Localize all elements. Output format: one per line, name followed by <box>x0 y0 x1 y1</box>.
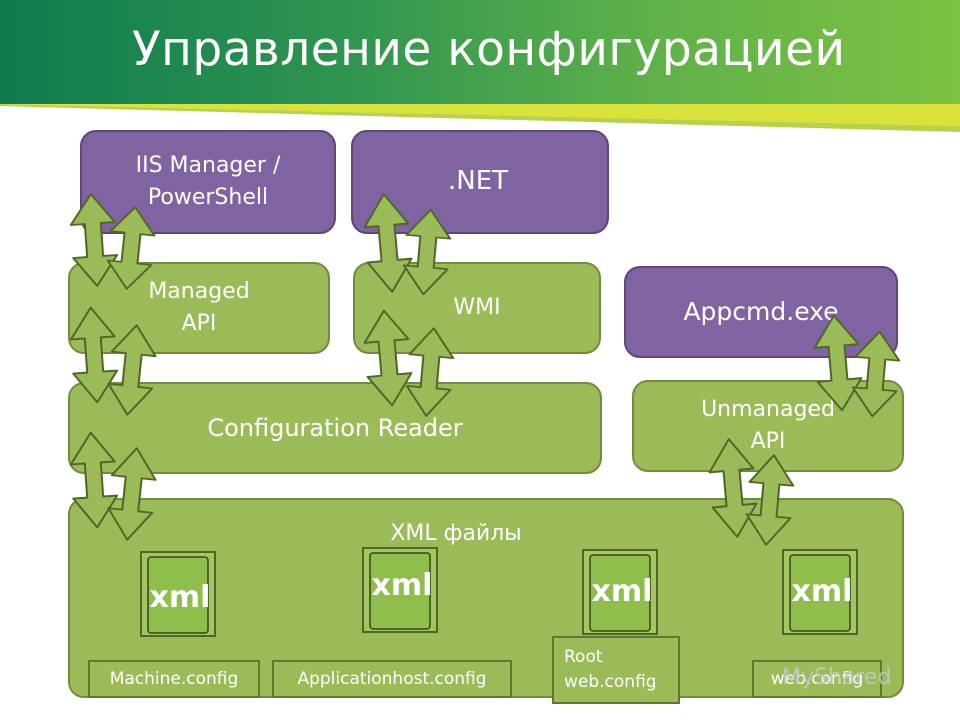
xml-files-label: XML файлы <box>390 521 522 546</box>
xml-icon-label: xml <box>372 568 433 603</box>
appcmd-label: Appcmd.exe <box>683 296 839 326</box>
iis-manager-box: IIS Manager / PowerShell <box>80 130 336 234</box>
xml-file-icon: xml <box>582 549 658 635</box>
iis-manager-label: IIS Manager / PowerShell <box>135 153 281 210</box>
xml-file-icon: xml <box>140 551 216 637</box>
xml-file-icon: xml <box>782 549 858 635</box>
xml-icon-label: xml <box>792 574 853 609</box>
wmi-box: WMI <box>353 262 601 354</box>
configuration-reader-box: Configuration Reader <box>68 382 602 474</box>
root-web-config-label: Root web.config <box>552 636 680 704</box>
managed-api-box: Managed API <box>68 262 330 354</box>
header-accent-band <box>0 104 960 132</box>
appcmd-box: Appcmd.exe <box>624 266 898 358</box>
page-title: Управление конфигурацией <box>132 22 846 77</box>
title-bar: Управление конфигурацией <box>0 0 960 132</box>
unmanaged-api-label: Unmanaged API <box>701 397 835 454</box>
xml-icon-label: xml <box>592 574 653 609</box>
web-config-label: web.config <box>752 660 882 698</box>
managed-api-label: Managed API <box>148 279 250 336</box>
xml-icon-label: xml <box>150 580 211 615</box>
watermark: MyShared <box>782 664 892 690</box>
configuration-reader-label: Configuration Reader <box>207 413 463 442</box>
applicationhost-config-label: Applicationhost.config <box>272 660 512 698</box>
xml-file-icon: xml <box>362 547 438 633</box>
dotnet-label: .NET <box>448 166 509 197</box>
machine-config-label: Machine.config <box>88 660 260 698</box>
unmanaged-api-box: Unmanaged API <box>632 380 904 472</box>
wmi-label: WMI <box>453 295 501 321</box>
dotnet-box: .NET <box>351 130 609 234</box>
